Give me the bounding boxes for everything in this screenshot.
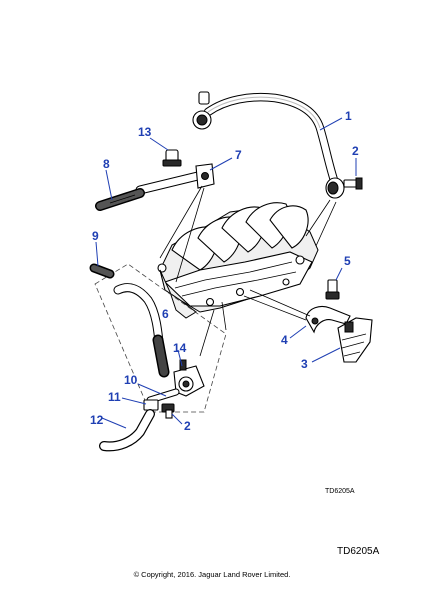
callout-leaders xyxy=(95,117,357,429)
bolt-5 xyxy=(325,279,340,300)
callout-9: 9 xyxy=(92,229,99,243)
diagram-reference-small: TD6205A xyxy=(325,488,355,495)
callout-10: 10 xyxy=(124,373,138,387)
assembly-link-lines xyxy=(159,185,337,357)
hose-upper xyxy=(95,188,145,211)
callout-1: 1 xyxy=(345,109,352,123)
bolt-lower xyxy=(161,403,175,419)
callout-8: 8 xyxy=(103,157,110,171)
bent-hose xyxy=(113,283,170,378)
fuel-injector xyxy=(337,317,373,363)
assembly-group-outline xyxy=(94,263,227,413)
callout-labels: 1 2 13 7 8 9 5 6 4 3 14 10 11 12 2 xyxy=(90,109,359,433)
hose-clip xyxy=(162,149,182,167)
valve-14 xyxy=(173,359,205,397)
pipe-with-flange xyxy=(135,163,215,195)
callout-3: 3 xyxy=(301,357,308,371)
callout-5: 5 xyxy=(344,254,351,268)
callout-4: 4 xyxy=(281,333,288,347)
callout-14: 14 xyxy=(173,341,187,355)
connector-hose xyxy=(146,388,180,404)
clip-11 xyxy=(143,399,159,411)
breather-pipe xyxy=(192,91,345,199)
callout-6: 6 xyxy=(162,307,169,321)
copyright-notice: © Copyright, 2016. Jaguar Land Rover Lim… xyxy=(133,570,291,579)
curved-hose-12 xyxy=(99,409,155,452)
callout-2-lower: 2 xyxy=(184,419,191,433)
callout-11: 11 xyxy=(108,390,121,404)
diagram-reference-large: TD6205A xyxy=(337,546,380,557)
callout-7: 7 xyxy=(235,148,242,162)
callout-12: 12 xyxy=(90,413,104,427)
callout-2-upper: 2 xyxy=(352,144,359,158)
callout-13: 13 xyxy=(138,125,152,139)
hose-end-9 xyxy=(89,263,115,279)
bolt-upper xyxy=(343,177,363,190)
intake-manifold xyxy=(157,202,319,319)
